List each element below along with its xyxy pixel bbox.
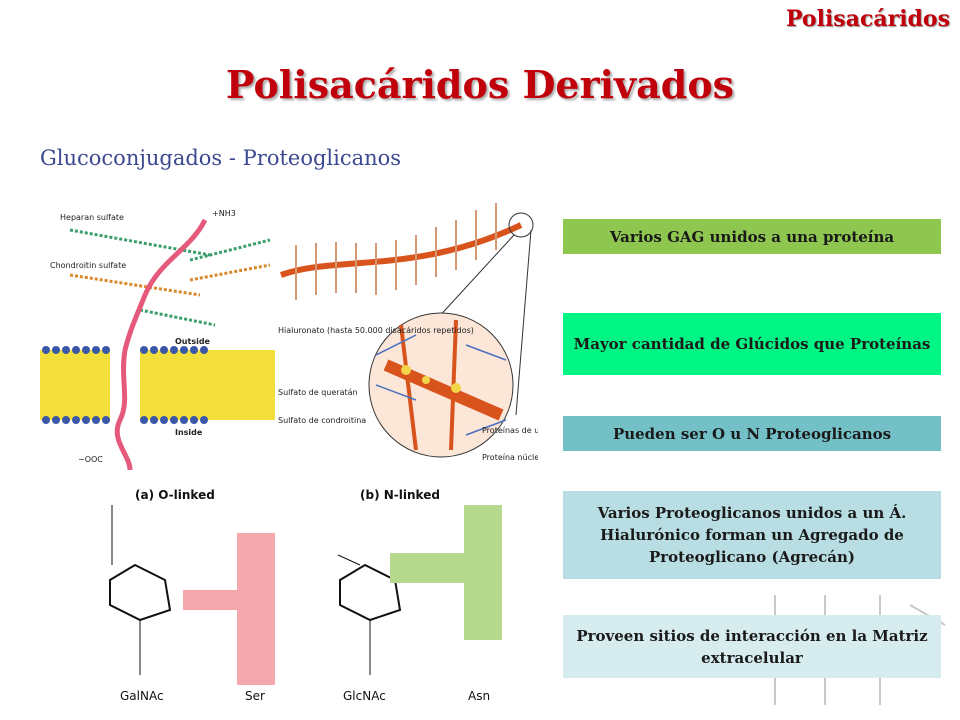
condroitina-label: Sulfato de condroitina [278, 416, 366, 425]
nucleo-label: Proteína núcleo de agrecán [482, 453, 538, 462]
ser-label: Ser [245, 689, 265, 703]
membrane-proteoglycan-figure: Heparan sulfate Chondroitin sulfate +NH3… [40, 209, 275, 471]
slide-title: Polisacáridos Derivados [225, 62, 735, 107]
info-box-glucidos: Mayor cantidad de Glúcidos que Proteínas [563, 313, 941, 375]
chondroitin-label: Chondroitin sulfate [50, 261, 126, 270]
galnac-label: GalNAc [120, 689, 164, 703]
slide-subtitle: Glucoconjugados - Proteoglicanos [40, 146, 402, 170]
asn-label: Asn [468, 689, 490, 703]
heparan-label: Heparan sulfate [60, 213, 124, 222]
info-box-o-n: Pueden ser O u N Proteoglicanos [563, 416, 941, 451]
section-tag: Polisacáridos [785, 6, 950, 32]
ooc-label: −OOC [78, 455, 103, 464]
n-linked-label: (b) N-linked [360, 488, 440, 502]
info-box-gag: Varios GAG unidos a una proteína [563, 219, 941, 254]
queratan-label: Sulfato de queratán [278, 388, 358, 397]
glycan-linkage-figure: (a) O-linked (b) N-linked GalNAc Ser Glc… [109, 488, 502, 703]
outside-label: Outside [175, 337, 211, 346]
info-box-matriz: Proveen sitios de interacción en la Matr… [563, 615, 941, 678]
info-box-agregado: Varios Proteoglicanos unidos a un Á. Hia… [563, 491, 941, 579]
hialuronato-label: Hialuronato (hasta 50.000 disacáridos re… [278, 326, 474, 335]
inside-label: Inside [175, 428, 203, 437]
proteoglycan-aggregate-figure: Hialuronato (hasta 50.000 disacáridos re… [278, 203, 538, 462]
nh3-label: +NH3 [212, 209, 236, 218]
union-label: Proteínas de unión [482, 425, 538, 435]
glcnac-label: GlcNAc [343, 689, 386, 703]
o-linked-label: (a) O-linked [135, 488, 215, 502]
